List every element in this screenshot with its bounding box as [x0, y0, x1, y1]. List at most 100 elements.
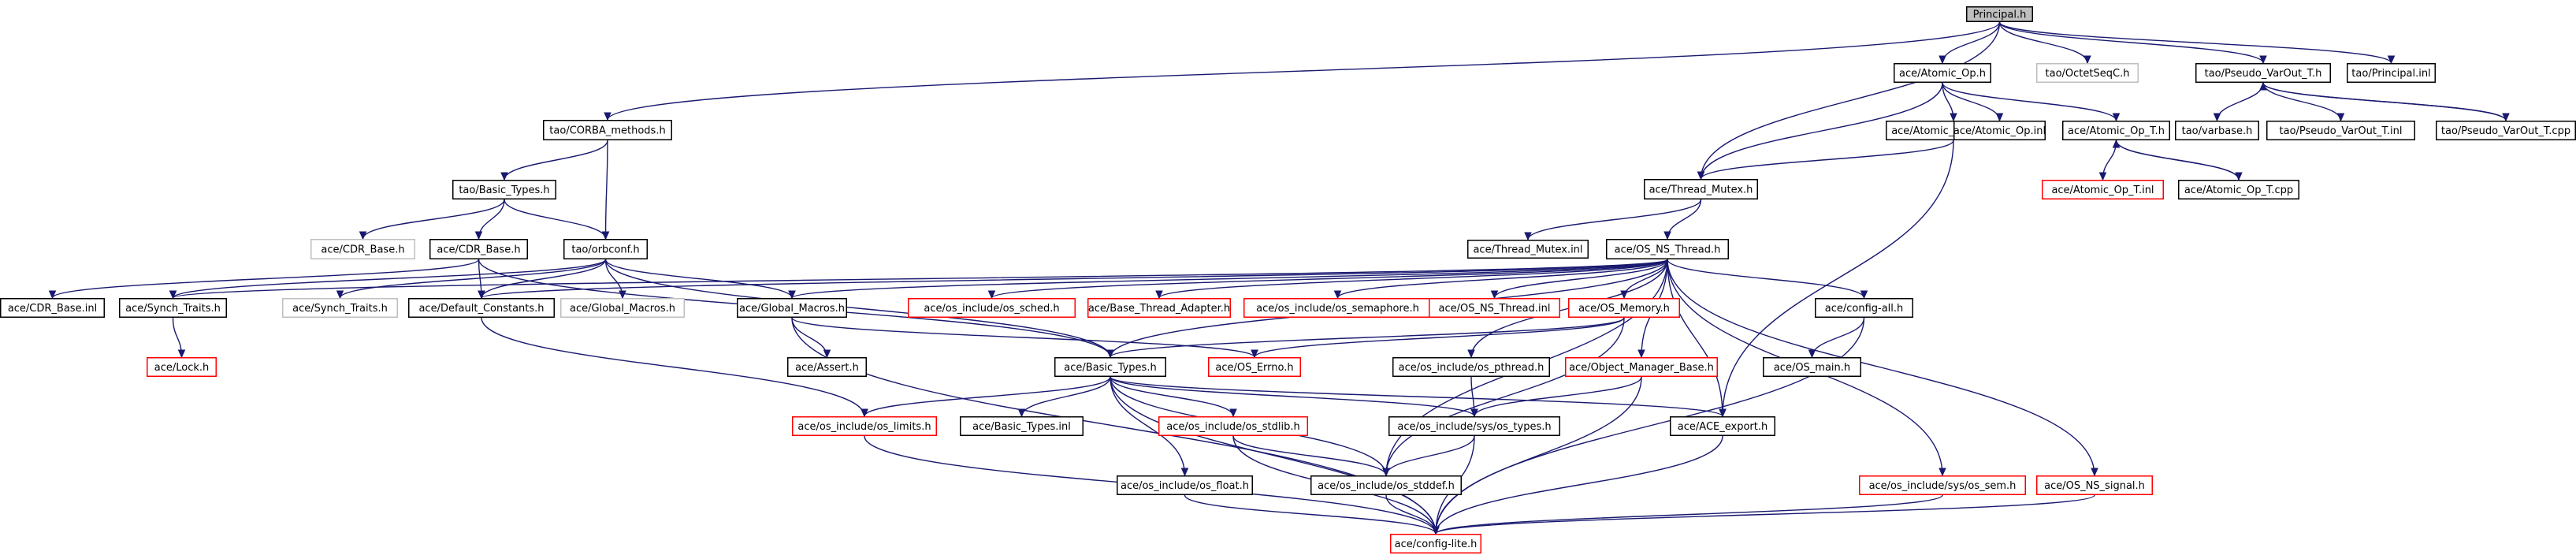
node-ace-cdr-base-h[interactable]: ace/CDR_Base.h — [429, 239, 528, 259]
edge-principal-to-tao_octetseqc — [1998, 21, 2091, 65]
node-ace-os-ns-signal[interactable]: ace/OS_NS_signal.h — [2036, 475, 2153, 495]
node-tao-varbase[interactable]: tao/varbase.h — [2175, 121, 2259, 140]
node-tao-basic-types[interactable]: tao/Basic_Types.h — [452, 180, 556, 199]
node-ace-object-manager-base[interactable]: ace/Object_Manager_Base.h — [1565, 357, 1718, 377]
node-tao-pseudo-varout-h[interactable]: tao/Pseudo_VarOut_T.h — [2195, 63, 2331, 83]
node-tao-principal-inl[interactable]: tao/Principal.inl — [2347, 63, 2436, 83]
edge-tao_corba_methods-to-tao_orbconf — [601, 140, 610, 240]
edge-ace_sys_os_types-to-ace_os_stddef — [1382, 435, 1475, 477]
node-ace-os-sched[interactable]: ace/os_include/os_sched.h — [908, 298, 1076, 318]
node-box — [1670, 416, 1775, 436]
node-ace-assert[interactable]: ace/Assert.h — [787, 357, 867, 377]
node-ace-os-errno[interactable]: ace/OS_Errno.h — [1208, 357, 1301, 377]
node-tao-pseudo-varout-cpp[interactable]: tao/Pseudo_VarOut_T.cpp — [2436, 121, 2576, 140]
node-ace-ace-export[interactable]: ace/ACE_export.h — [1670, 416, 1775, 436]
node-label: ace/Lock.h — [154, 362, 210, 374]
node-box — [452, 180, 556, 199]
node-ace-os-limits[interactable]: ace/os_include/os_limits.h — [792, 416, 937, 436]
node-ace-os-ns-thread-h[interactable]: ace/OS_NS_Thread.h — [1606, 239, 1729, 259]
node-ace-default-constants[interactable]: ace/Default_Constants.h — [408, 298, 555, 318]
node-ace-atomic-op-t-inl[interactable]: ace/Atomic_Op_T.inl — [2042, 180, 2164, 199]
node-ace-config-lite[interactable]: ace/config-lite.h — [1390, 534, 1481, 553]
edge-ace_os_ns_thread_h-to-ace_default_constants — [478, 259, 1668, 300]
node-ace-os-main[interactable]: ace/OS_main.h — [1763, 357, 1861, 377]
node-box — [1158, 416, 1308, 436]
edge-ace_basic_types-to-ace_os_stdlib — [1110, 376, 1237, 418]
node-label: ace/os_include/sys/os_sem.h — [1869, 480, 2017, 492]
edge-ace_os_stdlib-to-ace_os_stddef — [1232, 435, 1390, 477]
node-label: ace/Global_Macros.h — [570, 303, 675, 315]
node-ace-config-all[interactable]: ace/config-all.h — [1815, 298, 1913, 318]
node-tao-pseudo-varout-inl[interactable]: tao/Pseudo_VarOut_T.inl — [2266, 121, 2415, 140]
edge-ace_global_macros-to-ace_os_errno — [791, 317, 1258, 359]
node-box — [2036, 63, 2139, 83]
node-ace-sys-os-sem[interactable]: ace/os_include/sys/os_sem.h — [1859, 475, 2026, 495]
edge-ace_thread_mutex_h-to-ace_thread_mutex_inl — [1524, 199, 1702, 241]
node-ace-os-ns-thread-inl[interactable]: ace/OS_NS_Thread.inl — [1429, 298, 1560, 318]
node-box — [1953, 121, 2046, 140]
node-box — [1054, 357, 1166, 377]
node-ace-sys-os-types[interactable]: ace/os_include/sys/os_types.h — [1388, 416, 1560, 436]
node-box — [2178, 180, 2299, 199]
edge-tao_basic_types-to-ace_cdr_base_h — [474, 199, 505, 240]
node-label: tao/CORBA_methods.h — [549, 125, 665, 137]
node-ace-os-stddef[interactable]: ace/os_include/os_stddef.h — [1310, 475, 1462, 495]
node-box — [960, 416, 1084, 436]
node-box — [2266, 121, 2415, 140]
edge-ace_os_ns_thread_h-to-ace_os_semaphore — [1333, 259, 1668, 300]
node-tao-orbconf[interactable]: tao/orbconf.h — [563, 239, 648, 259]
node-ace-thread-mutex-h[interactable]: ace/Thread_Mutex.h — [1644, 179, 1758, 199]
node-label: ace/os_include/os_stdlib.h — [1166, 421, 1299, 433]
node-box — [2036, 475, 2153, 495]
node-label: ace/os_include/os_limits.h — [797, 421, 931, 433]
node-box — [408, 298, 555, 318]
node-label: ace/CDR_Base.inl — [8, 303, 97, 315]
node-ace-base-thread-adapter[interactable]: ace/Base_Thread_Adapter.h — [1087, 298, 1231, 318]
node-ace-os-stdlib[interactable]: ace/os_include/os_stdlib.h — [1158, 416, 1308, 436]
node-principal[interactable]: Principal.h — [1966, 6, 2033, 22]
node-ace-atomic-op-t-h[interactable]: ace/Atomic_Op_T.h — [2062, 121, 2170, 140]
node-ace-basic-types[interactable]: ace/Basic_Types.h — [1054, 357, 1166, 377]
node-ace-global-macros-missing[interactable]: ace/Global_Macros.h — [560, 298, 685, 318]
edge-ace_os_ns_thread_h-to-ace_os_ns_thread_inl — [1490, 259, 1668, 300]
edge-ace_basic_types-to-ace_ace_export — [1110, 376, 1727, 418]
node-box — [908, 298, 1076, 318]
node-ace-basic-types-inl[interactable]: ace/Basic_Types.inl — [960, 416, 1084, 436]
node-label: ace/Basic_Types.inl — [972, 421, 1071, 433]
node-ace-thread-mutex-inl[interactable]: ace/Thread_Mutex.inl — [1467, 240, 1589, 259]
node-ace-synch-traits-h2[interactable]: ace/Synch_Traits.h — [282, 298, 398, 318]
node-ace-os-float[interactable]: ace/os_include/os_float.h — [1117, 475, 1253, 495]
node-label: ace/ACE_export.h — [1678, 421, 1768, 433]
node-box — [282, 298, 398, 318]
node-box — [1568, 298, 1680, 318]
node-label: tao/Principal.inl — [2351, 68, 2430, 80]
node-box — [2042, 180, 2164, 199]
node-ace-os-pthread[interactable]: ace/os_include/os_pthread.h — [1392, 357, 1550, 377]
node-ace-lock[interactable]: ace/Lock.h — [147, 357, 217, 377]
node-label: tao/OctetSeqC.h — [2046, 68, 2130, 80]
node-box — [1606, 239, 1729, 259]
node-ace-cdr-base-inl[interactable]: ace/CDR_Base.inl — [0, 298, 105, 318]
node-ace-atomic-op-t-cpp[interactable]: ace/Atomic_Op_T.cpp — [2178, 180, 2299, 199]
node-tao-octetseqc[interactable]: tao/OctetSeqC.h — [2036, 63, 2139, 83]
node-label: ace/Atomic_Op_T.h — [2068, 125, 2165, 137]
node-ace-synch-traits-h[interactable]: ace/Synch_Traits.h — [119, 298, 227, 318]
edge-ace_basic_types-to-ace_os_float — [1110, 376, 1189, 477]
edge-tao_pseudo_varout_cpp-to-tao_pseudo_varout_h — [2259, 81, 2507, 121]
node-box — [2062, 121, 2170, 140]
edge-tao_orbconf-to-ace_global_macros — [604, 259, 796, 300]
node-ace-atomic-op-inl[interactable]: ace/Atomic_Op.inl — [1953, 121, 2046, 140]
node-box — [147, 357, 217, 377]
node-label: ace/CDR_Base.h — [437, 244, 520, 256]
edge-ace_sys_os_sem-to-ace_config_lite — [1432, 494, 1943, 535]
node-label: tao/Pseudo_VarOut_T.h — [2205, 68, 2322, 80]
node-ace-cdr-base-h-missing[interactable]: ace/CDR_Base.h — [310, 239, 415, 259]
node-ace-global-macros[interactable]: ace/Global_Macros.h — [737, 298, 847, 318]
node-label: ace/Default_Constants.h — [418, 303, 544, 315]
node-tao-corba-methods[interactable]: tao/CORBA_methods.h — [543, 120, 672, 140]
node-ace-atomic-op[interactable]: ace/Atomic_Op.h — [1894, 63, 1991, 83]
node-ace-os-memory[interactable]: ace/OS_Memory.h — [1568, 298, 1680, 318]
node-label: tao/orbconf.h — [571, 244, 639, 256]
node-ace-os-semaphore[interactable]: ace/os_include/os_semaphore.h — [1243, 298, 1432, 318]
